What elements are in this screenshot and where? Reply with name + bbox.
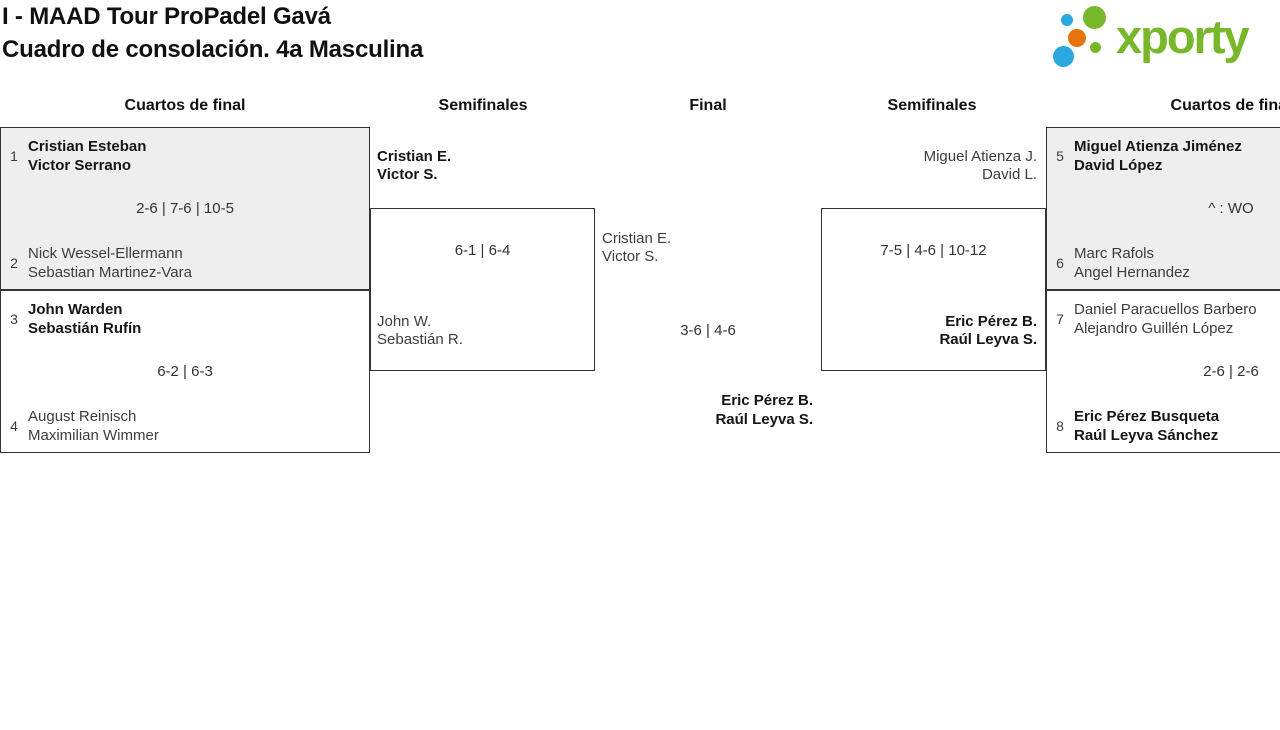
logo-dot-icon <box>1090 42 1101 53</box>
round-header-quarterfinals-right: Cuartos de final <box>1170 97 1280 114</box>
page-title: I - MAAD Tour ProPadel Gavá Cuadro de co… <box>2 0 423 66</box>
team-names: Cristian Esteban Victor Serrano <box>28 138 147 174</box>
match-box-qf-right-1: 5 Miguel Atienza Jiménez David López ^ :… <box>1046 127 1280 290</box>
seed-number: 6 <box>1056 255 1064 271</box>
match-box-qf-left-2: 3 John Warden Sebastián Rufín 6-2 | 6-3 … <box>0 290 370 453</box>
match-box-sf-left <box>370 208 595 371</box>
team-names: Eric Pérez Busqueta Raúl Leyva Sánchez <box>1074 408 1220 444</box>
match-score: 2-6 | 7-6 | 10-5 <box>136 200 234 217</box>
seed-number: 4 <box>10 418 18 434</box>
team-names: Marc Rafols Angel Hernandez <box>1074 245 1190 281</box>
match-score: 2-6 | 2-6 <box>1203 363 1259 380</box>
team-names: Miguel Atienza J. David L. <box>923 148 1037 183</box>
match-score: 7-5 | 4-6 | 10-12 <box>880 242 987 259</box>
team-names: John W. Sebastián R. <box>377 313 463 348</box>
team-names: Eric Pérez B. Raúl Leyva S. <box>939 313 1037 348</box>
match-score: 6-1 | 6-4 <box>454 242 511 259</box>
round-header-final: Final <box>689 97 727 114</box>
team-names: Eric Pérez B. Raúl Leyva S. <box>715 392 813 428</box>
team-names: Miguel Atienza Jiménez David López <box>1074 138 1242 174</box>
logo-dot-icon <box>1083 6 1106 29</box>
seed-number: 2 <box>10 255 18 271</box>
team-names: August Reinisch Maximilian Wimmer <box>28 408 159 444</box>
tournament-name: I - MAAD Tour ProPadel Gavá <box>2 3 331 30</box>
seed-number: 7 <box>1056 311 1064 327</box>
team-names: Cristian E. Victor S. <box>377 148 452 183</box>
logo-wordmark: xporty <box>1116 10 1250 63</box>
match-box-sf-right <box>821 208 1046 371</box>
seed-number: 1 <box>10 148 18 164</box>
draw-name: Cuadro de consolación. 4a Masculina <box>2 36 424 63</box>
round-header-quarterfinals-left: Cuartos de final <box>124 97 246 114</box>
team-names: John Warden Sebastián Rufín <box>28 301 142 337</box>
team-names: Cristian E. Victor S. <box>602 230 672 265</box>
seed-number: 5 <box>1056 148 1064 164</box>
round-header-semifinals-left: Semifinales <box>438 97 528 114</box>
match-box-qf-right-2: 7 Daniel Paracuellos Barbero Alejandro G… <box>1046 290 1280 453</box>
seed-number: 3 <box>10 311 18 327</box>
logo-dot-icon <box>1068 29 1086 47</box>
seed-number: 8 <box>1056 418 1064 434</box>
round-header-semifinals-right: Semifinales <box>887 97 977 114</box>
match-score: 6-2 | 6-3 <box>157 363 213 380</box>
logo-dot-icon <box>1053 46 1074 67</box>
team-names: Nick Wessel-Ellermann Sebastian Martinez… <box>28 245 192 281</box>
match-box-qf-left-1: 1 Cristian Esteban Victor Serrano 2-6 | … <box>0 127 370 290</box>
walkover-score: ^ : WO <box>1208 200 1254 217</box>
xporty-logo[interactable]: xporty <box>1050 4 1275 68</box>
logo-dot-icon <box>1061 14 1073 26</box>
match-score: 3-6 | 4-6 <box>680 322 736 339</box>
team-names: Daniel Paracuellos Barbero Alejandro Gui… <box>1074 301 1257 337</box>
